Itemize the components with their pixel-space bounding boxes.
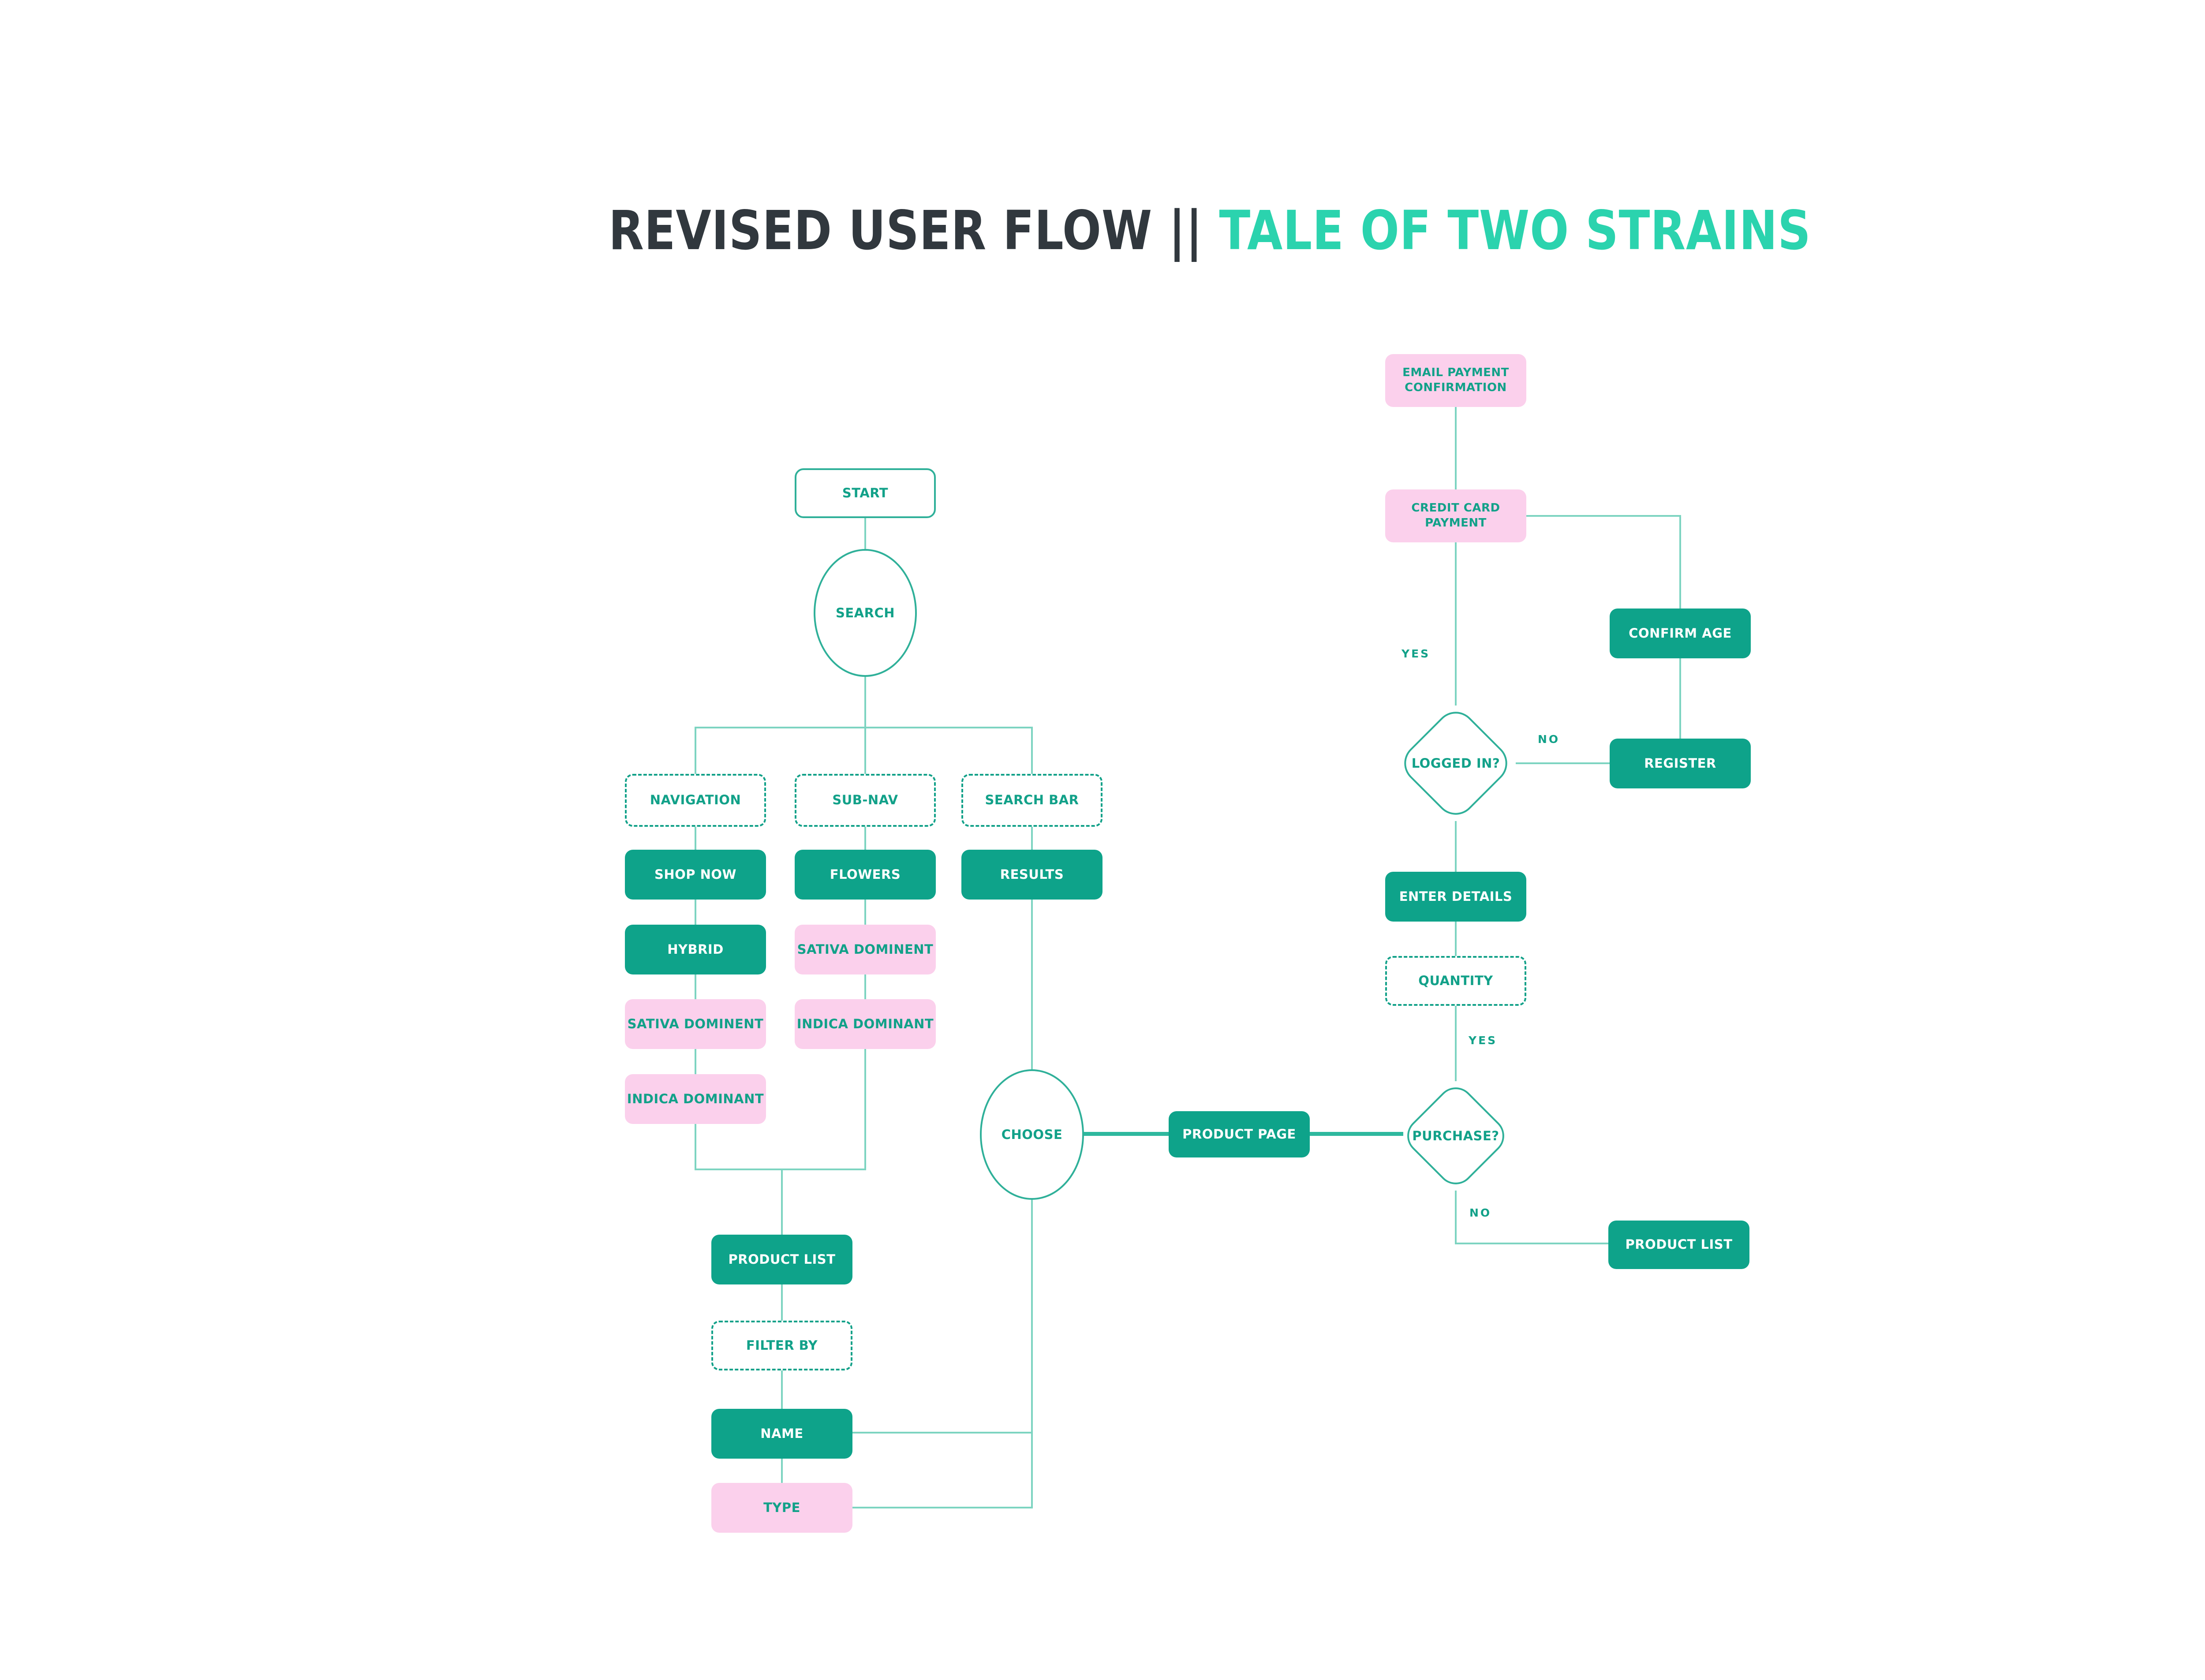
flow-line xyxy=(852,1507,1033,1508)
node-label: INDICA DOMINANT xyxy=(796,1016,934,1031)
node-name: NAME xyxy=(711,1409,852,1459)
flow-line xyxy=(1455,1006,1457,1081)
flow-line xyxy=(1679,515,1681,609)
node-confirm-age: CONFIRM AGE xyxy=(1610,609,1751,658)
flow-line xyxy=(1455,407,1457,489)
node-label: SUB-NAV xyxy=(832,792,898,808)
flow-line xyxy=(781,1284,783,1321)
diagram-title: REVISED USER FLOW || TALE OF TWO STRAINS xyxy=(609,199,1811,262)
node-label: LOGGED IN? xyxy=(1411,756,1500,771)
node-label: SEARCH xyxy=(835,605,895,620)
node-search: SEARCH xyxy=(814,549,917,677)
flow-line xyxy=(695,974,696,999)
flow-line xyxy=(864,900,866,925)
flow-line xyxy=(1031,900,1033,1069)
flow-line xyxy=(695,827,696,850)
title-primary: REVISED USER FLOW || xyxy=(609,199,1219,262)
node-label: NAVIGATION xyxy=(650,792,741,808)
flow-line xyxy=(852,1432,1033,1434)
flow-line xyxy=(864,518,866,549)
node-label: SATIVA DOMINENT xyxy=(797,941,934,957)
flow-line xyxy=(695,1124,696,1170)
flow-line xyxy=(781,1370,783,1409)
node-label: RESULTS xyxy=(1000,866,1064,882)
flow-line xyxy=(1455,1243,1608,1244)
flow-line xyxy=(695,1049,696,1074)
node-label: PRODUCT PAGE xyxy=(1182,1126,1296,1142)
flow-line xyxy=(1031,727,1033,774)
node-label: SEARCH BAR xyxy=(985,792,1079,808)
node-label: CHOOSE xyxy=(1001,1127,1063,1142)
node-label: FLOWERS xyxy=(830,866,901,882)
flow-line xyxy=(1455,922,1457,956)
node-label: HYBRID xyxy=(667,941,724,957)
edge-label-purchase-no: NO xyxy=(1469,1206,1492,1219)
node-logged-in: LOGGED IN? xyxy=(1396,703,1516,823)
node-label: NAME xyxy=(760,1426,804,1441)
node-label: SHOP NOW xyxy=(654,866,737,882)
node-label: PURCHASE? xyxy=(1412,1128,1499,1143)
flow-line xyxy=(695,727,1033,728)
node-purchase: PURCHASE? xyxy=(1399,1079,1512,1192)
flow-line xyxy=(781,1459,783,1483)
flow-line xyxy=(864,1049,866,1170)
node-label: CONFIRM AGE xyxy=(1629,625,1732,641)
node-sativa-dominent-sub: SATIVA DOMINENT xyxy=(795,925,936,974)
node-credit-card-payment: CREDIT CARD PAYMENT xyxy=(1385,489,1526,542)
node-label: EMAIL PAYMENT CONFIRMATION xyxy=(1402,366,1509,394)
node-flowers: FLOWERS xyxy=(795,850,936,900)
node-sativa-dominent-nav: SATIVA DOMINENT xyxy=(625,999,766,1049)
node-sub-nav: SUB-NAV xyxy=(795,774,936,827)
node-search-bar: SEARCH BAR xyxy=(961,774,1102,827)
node-label: ENTER DETAILS xyxy=(1399,889,1513,904)
node-shop-now: SHOP NOW xyxy=(625,850,766,900)
node-product-page: PRODUCT PAGE xyxy=(1169,1111,1310,1157)
node-product-list-right: PRODUCT LIST xyxy=(1608,1221,1749,1269)
flow-line xyxy=(781,1169,783,1235)
node-filter-by: FILTER BY xyxy=(711,1321,852,1370)
node-register: REGISTER xyxy=(1610,739,1751,788)
node-label: TYPE xyxy=(763,1500,800,1515)
node-label: START xyxy=(842,485,889,500)
flow-line xyxy=(1679,658,1681,739)
node-navigation: NAVIGATION xyxy=(625,774,766,827)
node-label: FILTER BY xyxy=(746,1337,818,1353)
flow-line xyxy=(1526,515,1681,517)
node-type: TYPE xyxy=(711,1483,852,1533)
node-label: INDICA DOMINANT xyxy=(627,1091,764,1106)
flow-line xyxy=(1031,827,1033,850)
flow-line xyxy=(1031,1200,1033,1508)
edge-label-logged-in-yes: YES xyxy=(1401,647,1431,660)
flow-line xyxy=(695,900,696,925)
node-label: QUANTITY xyxy=(1418,973,1493,988)
flow-line xyxy=(1455,1191,1457,1244)
title-accent: TALE OF TWO STRAINS xyxy=(1219,199,1811,262)
node-product-list-left: PRODUCT LIST xyxy=(711,1235,852,1284)
node-label: PRODUCT LIST xyxy=(1625,1237,1733,1252)
flow-line xyxy=(864,827,866,850)
node-quantity: QUANTITY xyxy=(1385,956,1526,1006)
node-hybrid: HYBRID xyxy=(625,925,766,974)
flow-line xyxy=(695,1169,866,1170)
flow-line xyxy=(864,677,866,774)
node-email-payment-confirmation: EMAIL PAYMENT CONFIRMATION xyxy=(1385,354,1526,407)
node-choose: CHOOSE xyxy=(980,1069,1084,1200)
node-label: CREDIT CARD PAYMENT xyxy=(1411,501,1500,530)
node-results: RESULTS xyxy=(961,850,1102,900)
edge-label-purchase-yes: YES xyxy=(1469,1034,1498,1047)
node-indica-dominant-nav: INDICA DOMINANT xyxy=(625,1074,766,1124)
node-enter-details: ENTER DETAILS xyxy=(1385,872,1526,922)
flow-line xyxy=(1455,821,1457,872)
flow-line xyxy=(695,727,696,774)
edge-label-logged-in-no: NO xyxy=(1538,733,1560,746)
node-indica-dominant-sub: INDICA DOMINANT xyxy=(795,999,936,1049)
flow-line xyxy=(1455,542,1457,706)
flow-line xyxy=(864,974,866,999)
node-label: SATIVA DOMINENT xyxy=(627,1016,764,1031)
node-label: PRODUCT LIST xyxy=(728,1251,836,1267)
node-start: START xyxy=(795,468,936,518)
node-label: REGISTER xyxy=(1644,755,1716,771)
flow-line xyxy=(1516,762,1610,764)
